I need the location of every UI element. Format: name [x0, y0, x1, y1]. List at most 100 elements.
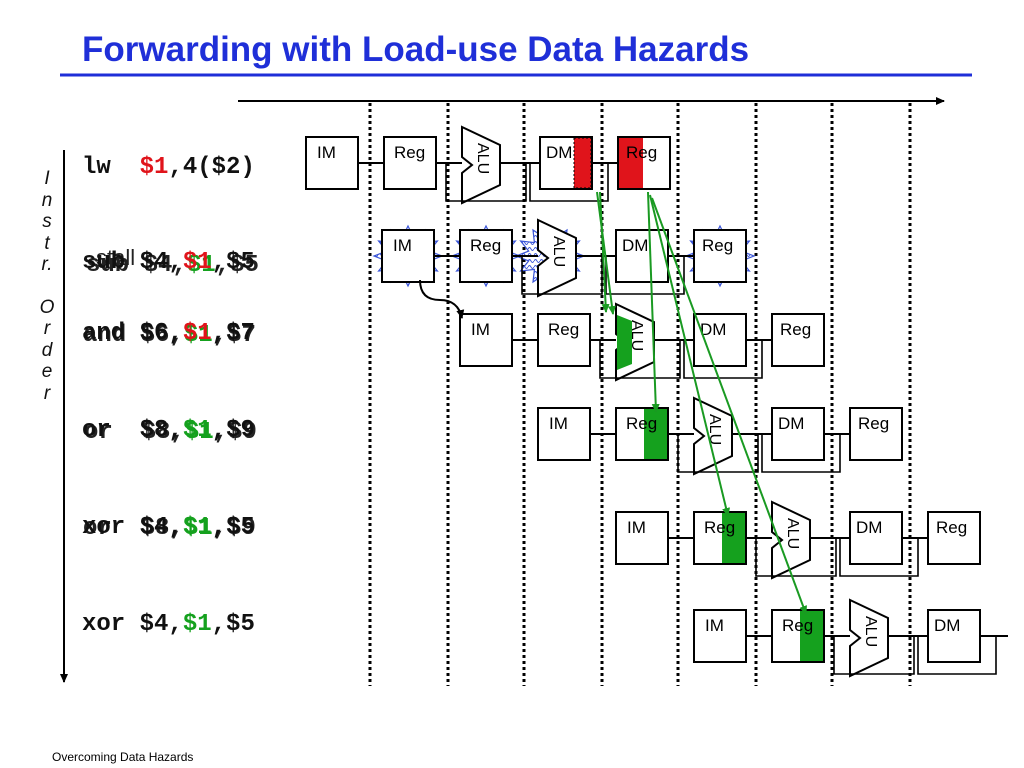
dm-bypass-path [529, 163, 609, 202]
alu-bypass-path [755, 538, 837, 577]
alu-label: ALU [706, 414, 723, 445]
instruction-2: sub $4,$1,$5 [82, 251, 255, 275]
reg-write-label: Reg [858, 414, 889, 433]
im-label: IM [705, 616, 724, 635]
reg-write-box [693, 229, 747, 283]
instruction-opcode: and [83, 322, 127, 349]
dm-label: DM [700, 320, 726, 339]
forward-dm-to-alu-2 [599, 191, 610, 313]
dm-bypass-path [683, 340, 763, 379]
instruction-operands: ,$9 [212, 515, 256, 542]
reg-write-label: Reg [626, 143, 657, 162]
instruction-opcode: or [83, 515, 112, 542]
reg-read-box [537, 313, 591, 367]
dm-bypass-path [917, 636, 997, 675]
instruction-opcode: sub [86, 252, 130, 279]
dm-box [927, 609, 981, 663]
instruction-6: xor $4,$1,$5 [82, 613, 255, 637]
ghost-instruction-3: or $8,$1,$9 [84, 421, 257, 445]
alu-input-highlight [617, 315, 632, 370]
dm-bypass-path [839, 538, 919, 577]
instruction-5: xor $4,$1,$5 [82, 516, 255, 540]
forward-wb-to-reg-row5 [649, 194, 730, 517]
instruction-opcode: xor [82, 611, 126, 638]
reg-read-highlight [644, 409, 667, 459]
im-label: IM [393, 236, 412, 255]
instruction-operands: ,$9 [213, 419, 257, 446]
register-red: $1 [139, 154, 169, 181]
alu-bypass-path [521, 256, 603, 295]
dm-label: DM [778, 414, 804, 433]
dm-bypass-path [761, 434, 841, 473]
axis-label-char-0: I [44, 168, 50, 189]
clock-cycle-grid [368, 103, 912, 686]
im-box [305, 136, 359, 190]
instruction-opcode: sub [82, 249, 126, 276]
reg-write-label: Reg [780, 320, 811, 339]
reg-write-box [849, 407, 903, 461]
instruction-operands: $6, [125, 320, 183, 347]
forward-wb-to-reg-row6 [651, 197, 807, 615]
reg-read-highlight [800, 611, 823, 661]
axis-label-char-1: n [41, 189, 53, 211]
dm-label: DM [546, 143, 572, 162]
im-label: IM [627, 518, 646, 537]
axis-label-char-10: r [43, 382, 51, 404]
alu-shape [771, 500, 811, 580]
reg-read-highlight [722, 513, 745, 563]
instruction-operands: $8, [112, 419, 185, 446]
alu-label: ALU [474, 143, 491, 174]
alu-shape [461, 125, 501, 205]
instruction-operands: $8, [111, 515, 184, 542]
im-label: IM [471, 320, 490, 339]
forward-dm-to-alu [596, 191, 616, 315]
alu-label: ALU [862, 616, 879, 647]
reg-write-label: Reg [702, 236, 733, 255]
dm-label: DM [856, 518, 882, 537]
im-box [537, 407, 591, 461]
alu-label: ALU [628, 320, 645, 351]
register-green: $1 [183, 515, 213, 542]
axis-label-char-6: O [39, 296, 55, 318]
dm-highlight [573, 137, 592, 189]
instruction-operands [111, 154, 140, 181]
alu-label: ALU [550, 236, 567, 267]
register-green: $1 [182, 417, 212, 444]
instruction-operands: $4, [125, 611, 183, 638]
instruction-operands: $4, [125, 249, 183, 276]
dm-bypass-path [605, 256, 685, 295]
register-green: $1 [182, 611, 212, 638]
im-box [693, 609, 747, 663]
instruction-operands: ,$9 [211, 417, 255, 444]
instruction-operands: ,$7 [211, 320, 255, 347]
instruction-operands: $4, [125, 514, 183, 541]
reg-read-label: Reg [704, 518, 735, 537]
instruction-3: and $6,$1,$7 [82, 322, 255, 346]
stall-label: stall [96, 245, 136, 270]
axis-label-char-3: t [44, 232, 50, 254]
axis-label-char-8: d [41, 339, 53, 361]
dm-label: DM [622, 236, 648, 255]
register-green: $1 [184, 419, 214, 446]
alu-shape [849, 598, 889, 678]
instruction-operands: ,4($2) [168, 154, 255, 181]
dm-box [771, 407, 825, 461]
slide-title: Forwarding with Load-use Data Hazards [82, 30, 750, 69]
instruction-operands: ,$5 [211, 249, 255, 276]
forwarding-arrows [596, 191, 807, 615]
reg-read-box [459, 229, 513, 283]
instruction-opcode: lw [82, 154, 111, 181]
axis-label-char-4: r. [41, 254, 53, 275]
footer: Overcoming Data Hazards [52, 750, 194, 764]
instruction-1: lw $1,4($2) [82, 156, 255, 180]
register-green: $1 [182, 514, 212, 541]
alu-label: ALU [784, 518, 801, 549]
instruction-operands: ,$5 [211, 514, 255, 541]
